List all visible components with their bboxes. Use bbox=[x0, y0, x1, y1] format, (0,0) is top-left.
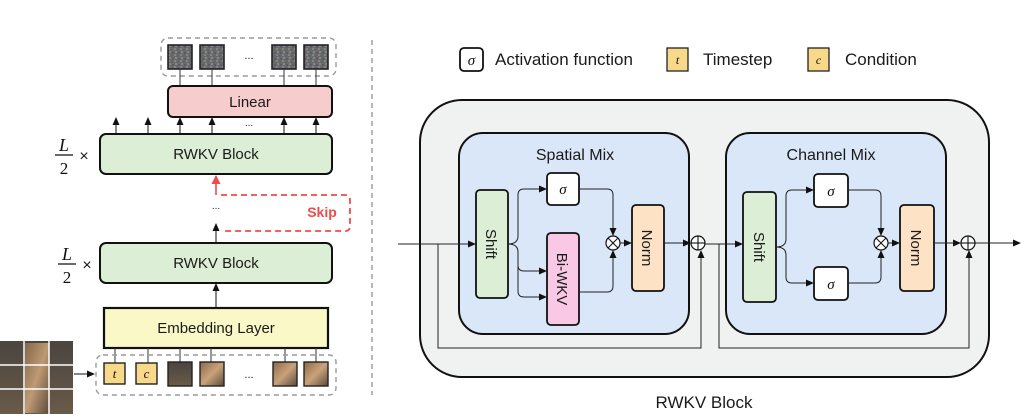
output-token bbox=[303, 44, 329, 70]
spatial-biwkv-label: Bi-WKV bbox=[553, 253, 570, 306]
channel-norm-label: Norm bbox=[907, 230, 924, 267]
output-tokens-group bbox=[160, 37, 337, 77]
timestep-token bbox=[103, 362, 126, 385]
svg-text:t: t bbox=[676, 53, 680, 67]
svg-text:σ: σ bbox=[559, 182, 567, 198]
svg-text:L: L bbox=[61, 244, 72, 264]
channel-add-icon bbox=[960, 235, 976, 251]
patch-token bbox=[167, 361, 193, 387]
spatial-biwkv bbox=[546, 232, 580, 326]
repeat-factor-top: L 2 × bbox=[55, 135, 89, 178]
ellipsis: ... bbox=[244, 369, 253, 381]
input-tokens-group bbox=[95, 354, 337, 396]
svg-text:σ: σ bbox=[827, 277, 835, 293]
spatial-multiply-icon bbox=[605, 235, 621, 251]
spatial-mix-title: Spatial Mix bbox=[536, 147, 614, 164]
legend-condition-icon bbox=[807, 47, 830, 72]
patch-token bbox=[303, 361, 329, 387]
legend-timestep-icon bbox=[666, 47, 689, 72]
channel-multiply-icon bbox=[873, 235, 889, 251]
spatial-norm-label: Norm bbox=[638, 230, 655, 267]
output-token bbox=[199, 44, 225, 70]
spatial-add-icon bbox=[690, 235, 706, 251]
patch-token bbox=[199, 361, 225, 387]
condition-token bbox=[135, 362, 158, 385]
repeat-factor-bottom: L 2 × bbox=[58, 244, 92, 287]
legend-activation-label: Activation function bbox=[495, 50, 633, 69]
svg-text:t: t bbox=[113, 366, 117, 381]
embedding-layer bbox=[102, 306, 330, 350]
channel-shift-label: Shift bbox=[750, 232, 767, 263]
rwkv-block-detail: RWKV Block Spatial Mix Shift σ Bi-WKV No… bbox=[398, 99, 1021, 412]
left-architecture: ... Linear ... RWKV Block L 2 × bbox=[0, 37, 351, 414]
svg-text:σ: σ bbox=[468, 53, 476, 69]
spatial-norm bbox=[631, 204, 665, 292]
skip-connection: Skip bbox=[211, 175, 351, 232]
svg-text:2: 2 bbox=[60, 159, 69, 178]
svg-text:×: × bbox=[79, 148, 88, 165]
svg-text:σ: σ bbox=[827, 184, 835, 200]
legend: σ Activation function t Timestep c Condi… bbox=[459, 47, 917, 72]
spatial-shift-label: Shift bbox=[482, 229, 499, 260]
legend-condition-label: Condition bbox=[845, 50, 917, 69]
output-token bbox=[167, 44, 193, 70]
input-image-patches bbox=[0, 341, 73, 414]
rwkv-block-bottom-label: RWKV Block bbox=[173, 255, 259, 272]
ellipsis: ... bbox=[245, 118, 253, 129]
embedding-label: Embedding Layer bbox=[157, 320, 275, 337]
rwkv-block-top-label: RWKV Block bbox=[173, 146, 259, 163]
skip-label: Skip bbox=[307, 204, 337, 220]
legend-activation-icon bbox=[459, 47, 484, 72]
channel-mix-title: Channel Mix bbox=[787, 147, 876, 164]
patch-token bbox=[272, 361, 298, 387]
output-token bbox=[271, 44, 297, 70]
rwkv-block-title: RWKV Block bbox=[656, 393, 753, 412]
svg-text:c: c bbox=[144, 366, 150, 381]
svg-text:2: 2 bbox=[63, 268, 72, 287]
svg-text:c: c bbox=[816, 53, 822, 67]
ellipsis: ... bbox=[212, 201, 220, 212]
svg-text:×: × bbox=[82, 257, 91, 274]
linear-block bbox=[167, 85, 333, 118]
rwkv-block-top bbox=[99, 133, 333, 175]
linear-label: Linear bbox=[229, 94, 271, 111]
channel-norm bbox=[899, 204, 935, 292]
legend-timestep-label: Timestep bbox=[703, 50, 772, 69]
svg-text:L: L bbox=[58, 135, 69, 155]
channel-mix bbox=[725, 132, 947, 335]
ellipsis: ... bbox=[244, 50, 253, 62]
